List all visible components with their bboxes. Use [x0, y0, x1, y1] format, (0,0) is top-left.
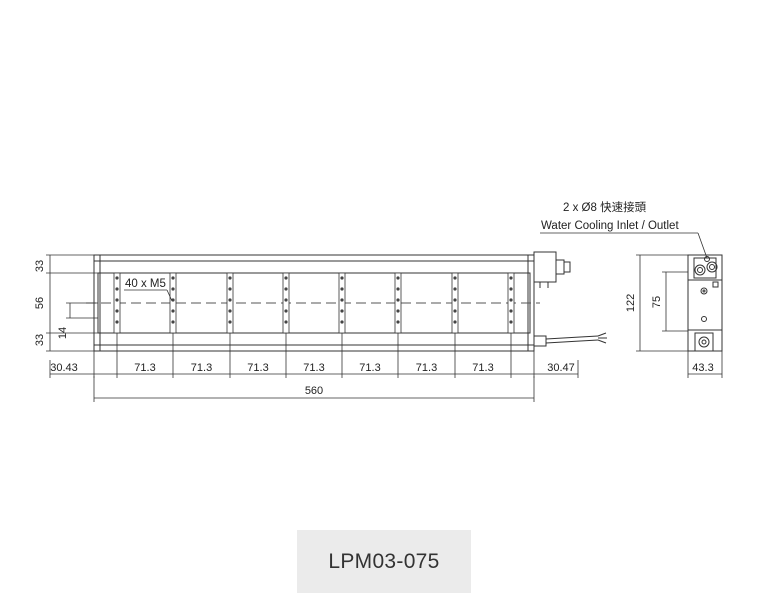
side-connector	[698, 336, 710, 348]
m5-hole	[453, 309, 457, 313]
bottom-dim-label: 71.3	[247, 362, 268, 374]
dim-height-middle: 56	[34, 297, 46, 309]
m5-hole	[171, 287, 175, 291]
cable	[533, 332, 607, 347]
rail	[451, 272, 459, 334]
m5-hole	[228, 320, 232, 324]
rail	[113, 272, 121, 334]
m5-hole	[115, 298, 119, 302]
bottom-dim-label: 71.3	[416, 362, 437, 374]
m5-hole	[115, 287, 119, 291]
side-dims	[636, 254, 723, 378]
rail	[338, 272, 346, 334]
m5-hole	[115, 320, 119, 324]
m5-hole	[453, 287, 457, 291]
side-view	[687, 254, 723, 352]
m5-hole	[509, 298, 513, 302]
model-label: LPM03-075	[328, 549, 440, 573]
model-badge: LPM03-075	[297, 530, 471, 593]
m5-hole	[284, 320, 288, 324]
m5-hole	[509, 320, 513, 324]
holes-leader	[124, 289, 173, 302]
technical-drawing: 33 56 33 14 40 x M5 30.43 71.3 71.3 71.3 71.…	[34, 201, 723, 402]
dim-height-top: 33	[34, 260, 46, 272]
bottom-dim-label: 71.3	[359, 362, 380, 374]
bottom-dim-label: 71.3	[472, 362, 493, 374]
m5-hole	[284, 298, 288, 302]
m5-hole	[228, 298, 232, 302]
side-height-total: 122	[625, 294, 637, 312]
bottom-dim-label: 30.43	[50, 362, 78, 374]
rail	[394, 272, 402, 334]
m5-hole	[453, 276, 457, 280]
m5-hole	[228, 309, 232, 313]
m5-hole	[340, 320, 344, 324]
side-height-inner: 75	[651, 296, 663, 308]
bottom-dimension-chain: 30.43 71.3 71.3 71.3 71.3 71.3 71.3 71.3 30.47	[49, 333, 579, 378]
callout-line2: Water Cooling Inlet / Outlet	[541, 220, 679, 232]
m5-hole	[228, 276, 232, 280]
m5-hole	[115, 309, 119, 313]
m5-hole	[284, 287, 288, 291]
m5-hole	[340, 276, 344, 280]
m5-hole	[284, 276, 288, 280]
overall-length-dim	[93, 376, 535, 402]
m5-hole	[171, 320, 175, 324]
m5-hole	[284, 309, 288, 313]
dim-height-bottom: 33	[34, 334, 46, 346]
rail	[169, 272, 177, 334]
bottom-dim-label: 71.3	[191, 362, 212, 374]
m5-hole	[396, 298, 400, 302]
m5-hole	[228, 287, 232, 291]
m5-hole	[509, 287, 513, 291]
outlet-port	[706, 261, 718, 273]
m5-hole	[340, 309, 344, 313]
rail	[282, 272, 290, 334]
rail	[507, 272, 515, 334]
m5-hole	[171, 276, 175, 280]
m5-hole	[509, 309, 513, 313]
inlet-port	[694, 264, 706, 276]
overall-length-label: 560	[305, 385, 323, 397]
left-height-dims	[46, 254, 98, 352]
m5-hole	[396, 276, 400, 280]
front-view	[86, 254, 540, 352]
bottom-dim-label: 71.3	[303, 362, 324, 374]
m5-hole	[509, 276, 513, 280]
rail	[226, 272, 234, 334]
m5-hole	[396, 287, 400, 291]
dim-offset: 14	[57, 327, 69, 339]
bottom-dim-label: 30.47	[547, 362, 575, 374]
m5-hole	[115, 276, 119, 280]
m5-hole	[171, 309, 175, 313]
bottom-dim-label: 71.3	[134, 362, 155, 374]
m5-hole	[396, 320, 400, 324]
callout-line1: 2 x Ø8 快速接頭	[563, 201, 647, 214]
m5-hole	[453, 320, 457, 324]
m5-hole	[396, 309, 400, 313]
m5-hole	[340, 287, 344, 291]
side-width: 43.3	[692, 362, 713, 374]
mounting-rails	[113, 272, 515, 334]
holes-label: 40 x M5	[125, 278, 166, 290]
callout-leader	[540, 232, 708, 259]
m5-hole	[340, 298, 344, 302]
water-connector	[533, 251, 571, 288]
m5-hole	[453, 298, 457, 302]
